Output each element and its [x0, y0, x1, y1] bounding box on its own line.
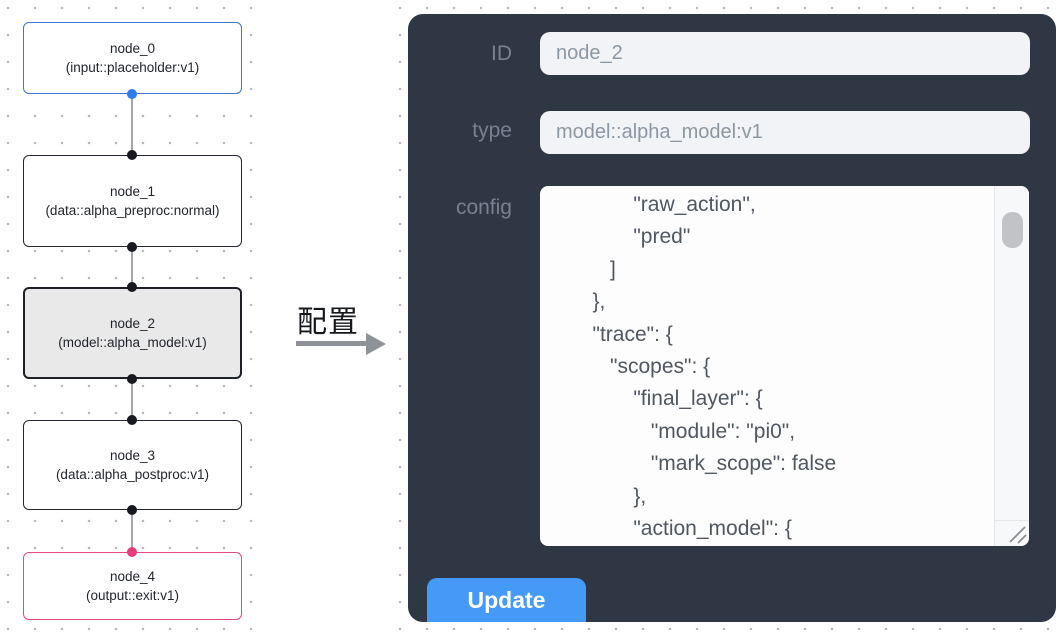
- node2-target-handle[interactable]: [127, 282, 137, 292]
- node-config-panel: ID type config "raw_action", "pred" ] },…: [408, 14, 1056, 622]
- config-scrollbar-thumb[interactable]: [1002, 212, 1023, 248]
- node-title: node_3: [109, 448, 156, 463]
- type-field-label: type: [472, 119, 512, 142]
- node1-source-handle[interactable]: [127, 242, 137, 252]
- id-field-label: ID: [491, 42, 512, 65]
- node-subtitle: (input::placeholder:v1): [65, 60, 200, 75]
- node-title: node_4: [109, 569, 156, 584]
- edge-node3-node4: [131, 510, 133, 552]
- edge-node1-node2: [131, 247, 133, 287]
- flow-node-input[interactable]: node_0 (input::placeholder:v1): [23, 22, 242, 94]
- edge-node0-node1: [131, 94, 133, 155]
- node3-source-handle[interactable]: [127, 505, 137, 515]
- config-textarea[interactable]: "raw_action", "pred" ] }, "trace": { "sc…: [540, 186, 1029, 546]
- flow-node-output[interactable]: node_4 (output::exit:v1): [23, 552, 242, 620]
- flow-node-model-selected[interactable]: node_2 (model::alpha_model:v1): [23, 287, 242, 379]
- node-title: node_1: [109, 184, 156, 199]
- node-subtitle: (output::exit:v1): [85, 588, 180, 603]
- node-subtitle: (data::alpha_postproc:v1): [55, 467, 210, 482]
- update-button[interactable]: Update: [427, 578, 586, 622]
- node-subtitle: (model::alpha_model:v1): [58, 335, 207, 350]
- annotation-label: 配置: [297, 306, 359, 339]
- node-title: node_2: [109, 316, 156, 331]
- node-title: node_0: [109, 41, 156, 56]
- annotation-arrow: [296, 341, 368, 346]
- type-input[interactable]: [540, 111, 1030, 154]
- flow-node-postproc[interactable]: node_3 (data::alpha_postproc:v1): [23, 420, 242, 510]
- config-json-content: "raw_action", "pred" ] }, "trace": { "sc…: [540, 193, 837, 541]
- config-field-label: config: [455, 196, 512, 219]
- node4-target-handle[interactable]: [127, 547, 137, 557]
- config-scrollbar-track[interactable]: [994, 186, 1029, 520]
- node1-target-handle[interactable]: [127, 150, 137, 160]
- node-subtitle: (data::alpha_preproc:normal): [45, 203, 220, 218]
- node2-source-handle[interactable]: [127, 374, 137, 384]
- node0-source-handle[interactable]: [127, 89, 137, 99]
- resize-handle-icon[interactable]: [1006, 523, 1028, 545]
- flow-node-preproc[interactable]: node_1 (data::alpha_preproc:normal): [23, 155, 242, 247]
- config-scrollbar-corner: [994, 520, 1029, 546]
- node3-target-handle[interactable]: [127, 415, 137, 425]
- id-input[interactable]: [540, 32, 1030, 75]
- annotation-arrow-head: [366, 332, 386, 355]
- edge-node2-node3: [131, 379, 133, 420]
